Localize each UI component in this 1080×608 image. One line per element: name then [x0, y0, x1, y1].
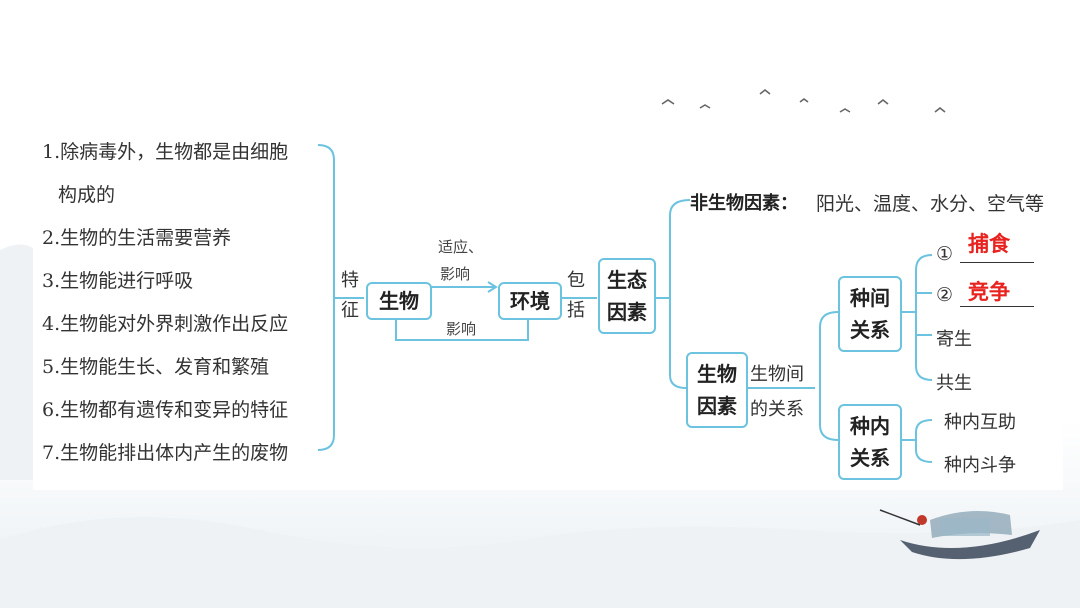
- influence-label: 影响: [446, 320, 477, 338]
- feature-item: 6.生物都有遗传和变异的特征: [42, 399, 289, 421]
- item-parasitism: 寄生: [936, 329, 972, 350]
- feature-item: 1.除病毒外，生物都是由细胞: [42, 141, 289, 163]
- relation-label: 生物间: [750, 364, 804, 385]
- item-struggle: 种内斗争: [944, 455, 1016, 476]
- eco-factor-node: 生态 因素: [598, 258, 656, 334]
- answer-underline: [960, 262, 1034, 263]
- feature-item: 4.生物能对外界刺激作出反应: [42, 313, 289, 335]
- feature-item: 7.生物能排出体内产生的废物: [42, 442, 289, 464]
- intraspecies-node: 种内 关系: [838, 404, 902, 480]
- answer-underline: [960, 306, 1034, 307]
- abiotic-title: 非生物因素：: [690, 193, 798, 214]
- feature-item: 2.生物的生活需要营养: [42, 227, 232, 249]
- item-mutual-aid: 种内互助: [944, 412, 1016, 433]
- boat-decoration: [879, 509, 1040, 560]
- feature-item: 5.生物能生长、发育和繁殖: [42, 356, 270, 378]
- adapt-label-2: 影响: [440, 265, 471, 283]
- item-symbiosis: 共生: [936, 373, 972, 394]
- abiotic-items: 阳光、温度、水分、空气等: [816, 193, 1045, 215]
- include-label: 包 括: [567, 270, 585, 321]
- relation-label-2: 的关系: [750, 399, 804, 420]
- birds-decoration: [661, 88, 946, 113]
- organism-node: 生物: [366, 282, 432, 320]
- environment-node: 环境: [498, 282, 562, 320]
- answer-competition: 竞争: [968, 280, 1010, 304]
- feature-label: 特 征: [341, 270, 359, 321]
- answer-predation: 捕食: [968, 232, 1010, 256]
- interspecies-node: 种间 关系: [838, 276, 902, 352]
- biotic-node: 生物 因素: [686, 352, 748, 428]
- item-number-2: ②: [936, 284, 954, 306]
- feature-item: 构成的: [58, 184, 116, 206]
- adapt-label: 适应、: [438, 238, 484, 256]
- item-number-1: ①: [936, 243, 954, 265]
- feature-item: 3.生物能进行呼吸: [42, 270, 194, 292]
